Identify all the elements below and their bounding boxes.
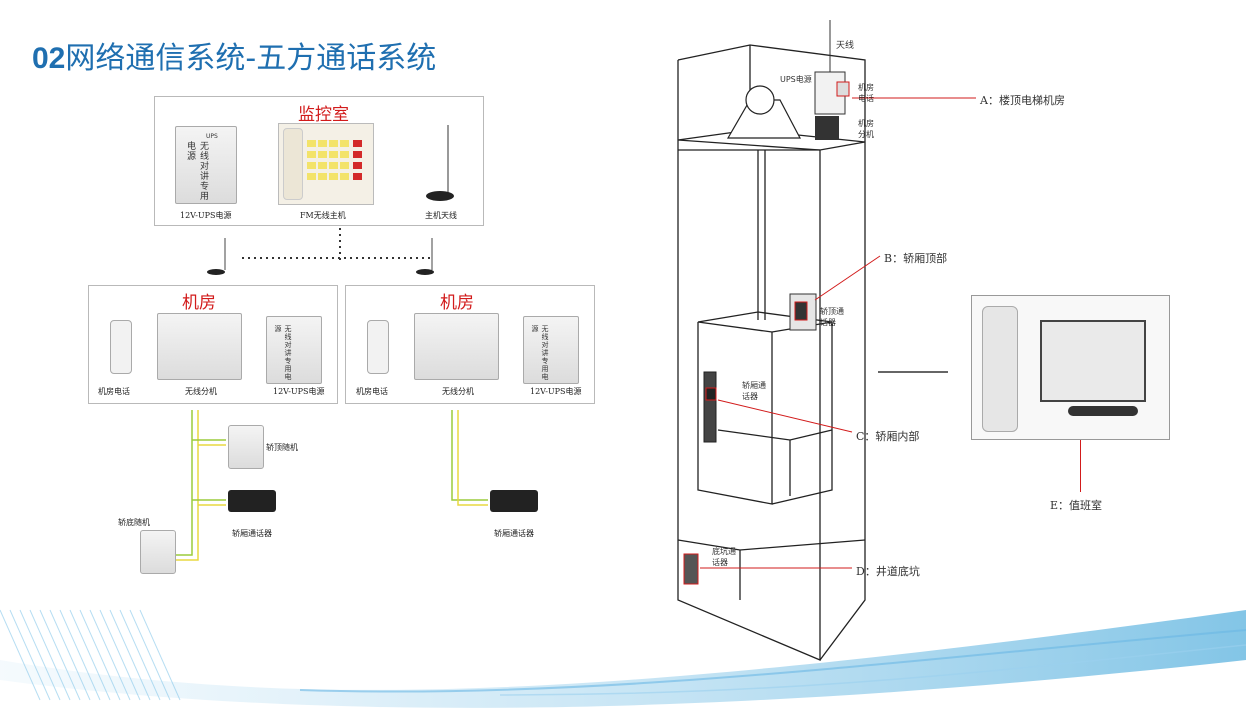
wireless-splitter-2 [414, 313, 499, 380]
car-bottom-intercom-device [140, 530, 176, 574]
car-top-device-label: 轿顶通话器 [820, 307, 844, 327]
machine-room-phone-label-2: 机房电话 [356, 387, 388, 396]
car-intercom-label-1: 轿厢通话器 [232, 529, 272, 538]
car-top-intercom-device [228, 425, 264, 469]
monitor-screen [1040, 320, 1146, 402]
elevator-shaft-diagram [677, 20, 976, 661]
ups-label-right: UPS电源 [780, 75, 812, 84]
monitor-buttons [1068, 406, 1138, 416]
host-antenna-label: 主机天线 [425, 211, 457, 220]
wireless-splitter-label-2: 无线分机 [442, 387, 474, 396]
ups-label-room-1: 12V-UPS电源 [273, 387, 325, 396]
duty-room-monitor [971, 295, 1170, 440]
callout-d: D：井道底坑 [856, 565, 920, 578]
wireless-splitter-label-1: 无线分机 [185, 387, 217, 396]
car-device-label: 轿厢通话器 [742, 381, 766, 401]
pit-device-label: 底坑通话器 [712, 547, 736, 567]
car-intercom-device-2 [490, 490, 538, 512]
antenna-label: 天线 [836, 41, 855, 51]
monitor-handset [982, 306, 1018, 432]
ups-power-device: 无线对讲专用电源 UPS [175, 126, 237, 204]
car-bottom-intercom-label: 轿底随机 [118, 518, 150, 527]
car-intercom-device-1 [228, 490, 276, 512]
machine-room-phone-2 [367, 320, 389, 374]
ups-power-device-room-2: 无线对讲专用电源 [523, 316, 579, 384]
machine-room-1-title: 机房 [182, 293, 216, 313]
callout-e: E：值班室 [1050, 499, 1103, 512]
callout-a: A：楼顶电梯机房 [980, 94, 1065, 107]
ups-power-device-room-1: 无线对讲专用电源 [266, 316, 322, 384]
host-label: FM无线主机 [300, 211, 346, 220]
machine-room-2-title: 机房 [440, 293, 474, 313]
mr-extension-label: 机房分机 [858, 119, 874, 139]
ups-label: 12V-UPS电源 [180, 211, 232, 220]
mr-phone-label: 机房电话 [858, 83, 874, 103]
machine-room-phone-label-1: 机房电话 [98, 387, 130, 396]
decorative-wave [0, 609, 1246, 708]
machine-room-phone-1 [110, 320, 132, 374]
callout-b: B：轿厢顶部 [884, 252, 948, 265]
wireless-splitter-1 [157, 313, 242, 380]
host-antenna-device [426, 125, 454, 201]
monitor-room-title: 监控室 [298, 105, 349, 125]
ups-label-room-2: 12V-UPS电源 [530, 387, 582, 396]
callout-c: C：轿厢内部 [856, 430, 920, 443]
page-title: 02网络通信系统-五方通话系统 [32, 41, 437, 76]
fm-host-device [278, 123, 374, 205]
callout-e-line [1080, 440, 1081, 492]
car-top-intercom-label: 轿顶随机 [266, 443, 298, 452]
car-intercom-label-2: 轿厢通话器 [494, 529, 534, 538]
